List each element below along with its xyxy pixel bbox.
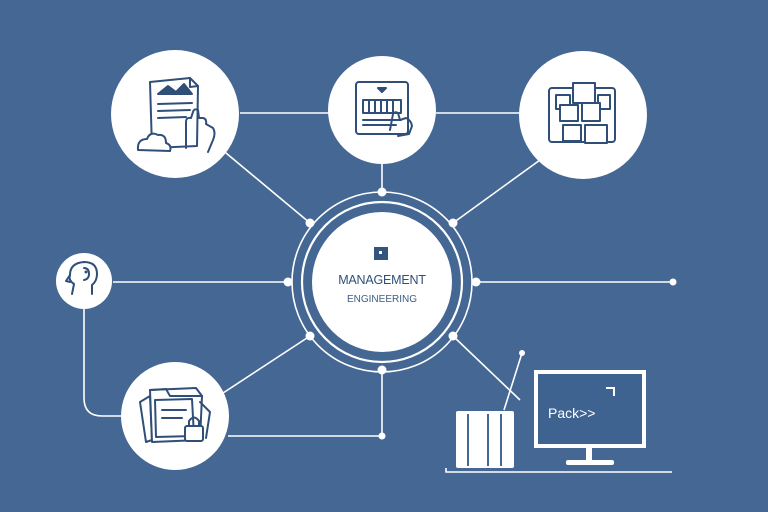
head-profile-node[interactable] xyxy=(56,253,112,309)
head-profile-icon xyxy=(65,261,98,295)
monitor-stand xyxy=(566,460,614,465)
hub-subtitle: ENGINEERING xyxy=(347,294,417,305)
folders-lock-node[interactable] xyxy=(121,362,229,470)
storage-unit[interactable] xyxy=(456,411,514,468)
junction-dot xyxy=(471,277,481,287)
server-rack-node[interactable] xyxy=(328,56,436,164)
corner-arrow-icon xyxy=(606,387,615,396)
connector-diag-lower-right xyxy=(452,335,521,401)
document-hand-node[interactable] xyxy=(111,50,239,178)
junction-dot xyxy=(519,350,525,356)
hub-title: MANAGEMENT xyxy=(338,273,426,287)
hub-outer-ring xyxy=(291,191,473,373)
junction-dot xyxy=(448,218,458,228)
storage-body xyxy=(456,411,514,468)
connector-head-to-folders xyxy=(83,303,126,417)
server-hand-icon xyxy=(355,81,413,137)
monitor-screen xyxy=(538,374,642,444)
monitor-text: Pack>> xyxy=(548,405,595,421)
hub-logo-icon xyxy=(374,247,388,260)
connector-device-base xyxy=(445,468,672,473)
hub-middle-ring xyxy=(300,200,464,364)
monitor-neck xyxy=(586,448,592,460)
junction-dot xyxy=(283,277,293,287)
hub-disc xyxy=(312,212,452,352)
connector-diag-upper-right xyxy=(452,159,541,224)
hub-node[interactable]: MANAGEMENT ENGINEERING xyxy=(291,191,473,373)
junction-dot xyxy=(378,432,386,440)
folders-lock-icon xyxy=(139,387,211,443)
connector-diag-upper-left xyxy=(219,147,311,224)
junction-dot xyxy=(669,278,677,286)
document-hand-icon xyxy=(136,77,216,153)
connector-lines xyxy=(83,112,673,473)
connector-device-antenna xyxy=(503,352,523,411)
junction-dot xyxy=(377,365,387,375)
connector-diag-lower-left xyxy=(219,335,311,396)
modules-grid-icon xyxy=(548,82,616,144)
monitor[interactable]: Pack>> xyxy=(534,370,646,465)
node-disc xyxy=(111,50,239,178)
modules-grid-node[interactable] xyxy=(519,51,647,179)
